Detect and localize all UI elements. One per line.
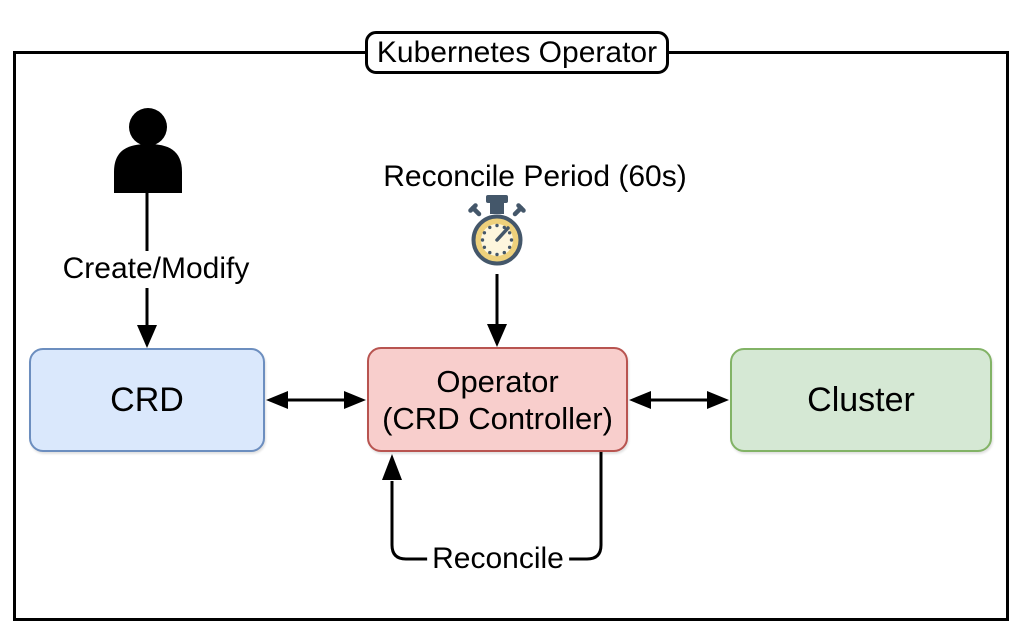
edge-label-reconcile-period: Reconcile Period (60s)	[383, 160, 687, 193]
node-operator: Operator (CRD Controller)	[367, 347, 628, 452]
node-operator-sublabel: (CRD Controller)	[382, 400, 613, 436]
node-crd-label: CRD	[110, 381, 184, 419]
node-crd: CRD	[29, 348, 265, 452]
diagram-title: Kubernetes Operator	[365, 31, 669, 74]
node-cluster: Cluster	[730, 348, 992, 452]
edge-label-create-modify: Create/Modify	[62, 252, 250, 285]
outer-frame	[13, 51, 1009, 621]
node-operator-label: Operator	[436, 363, 559, 399]
edge-label-reconcile: Reconcile	[427, 542, 569, 576]
node-cluster-label: Cluster	[807, 381, 915, 419]
